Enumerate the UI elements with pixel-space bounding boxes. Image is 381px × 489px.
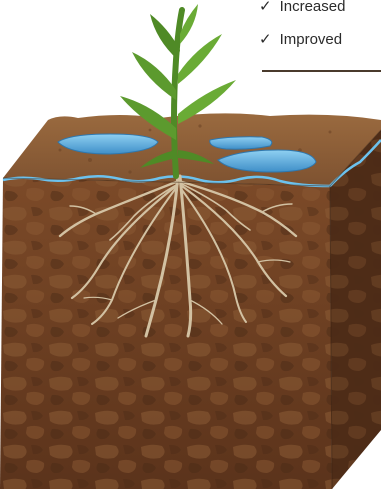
checklist-item-increased: ✓ Increased [259, 0, 345, 15]
check-icon: ✓ [259, 31, 272, 48]
divider [262, 70, 381, 72]
checklist-item-improved: ✓ Improved [259, 30, 342, 48]
checklist-item-label: Improved [280, 31, 343, 48]
water-puddle-center [210, 137, 272, 149]
check-icon: ✓ [259, 0, 272, 15]
checklist-item-label: Increased [280, 0, 346, 15]
